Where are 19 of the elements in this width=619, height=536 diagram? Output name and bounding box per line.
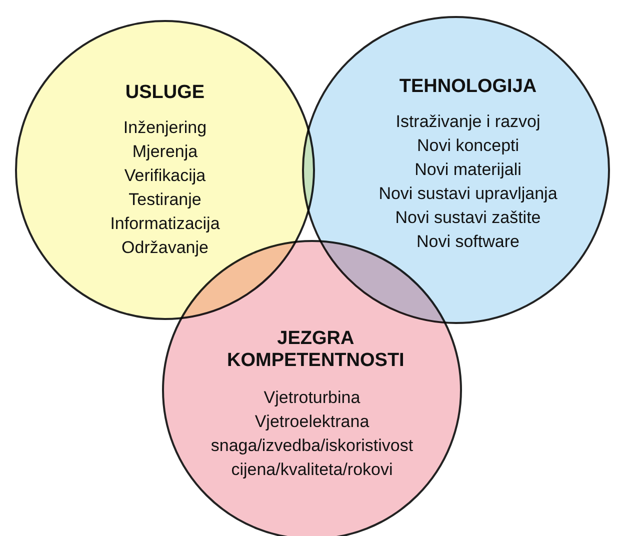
list-item: Vjetroelektrana	[254, 411, 370, 433]
list-item: Novi koncepti	[416, 135, 520, 157]
list-item: Informatizacija	[110, 213, 220, 235]
list-item: Verifikacija	[124, 165, 206, 187]
list-item: Testiranje	[128, 189, 202, 211]
list-item: Vjetroturbina	[264, 387, 360, 409]
list-item: Novi materijali	[414, 159, 522, 181]
list-item: Mjerenja	[132, 141, 198, 163]
list-item: Istraživanje i razvoj	[396, 111, 540, 133]
circle-heading: JEZGRA KOMPETENTNOSTI	[227, 328, 404, 372]
list-item: snaga/izvedba/iskoristivost	[210, 435, 414, 457]
list-item: Novi sustavi upravljanja	[378, 183, 558, 205]
list-item: Inženjering	[123, 117, 207, 139]
list-item: Održavanje	[122, 237, 208, 259]
list-item: Novi software	[416, 231, 520, 253]
list-item: cijena/kvaliteta/rokovi	[231, 459, 393, 481]
list-item: Novi sustavi zaštite	[395, 207, 541, 229]
circle-heading: USLUGE	[125, 82, 205, 104]
circle-heading: TEHNOLOGIJA	[399, 76, 537, 98]
